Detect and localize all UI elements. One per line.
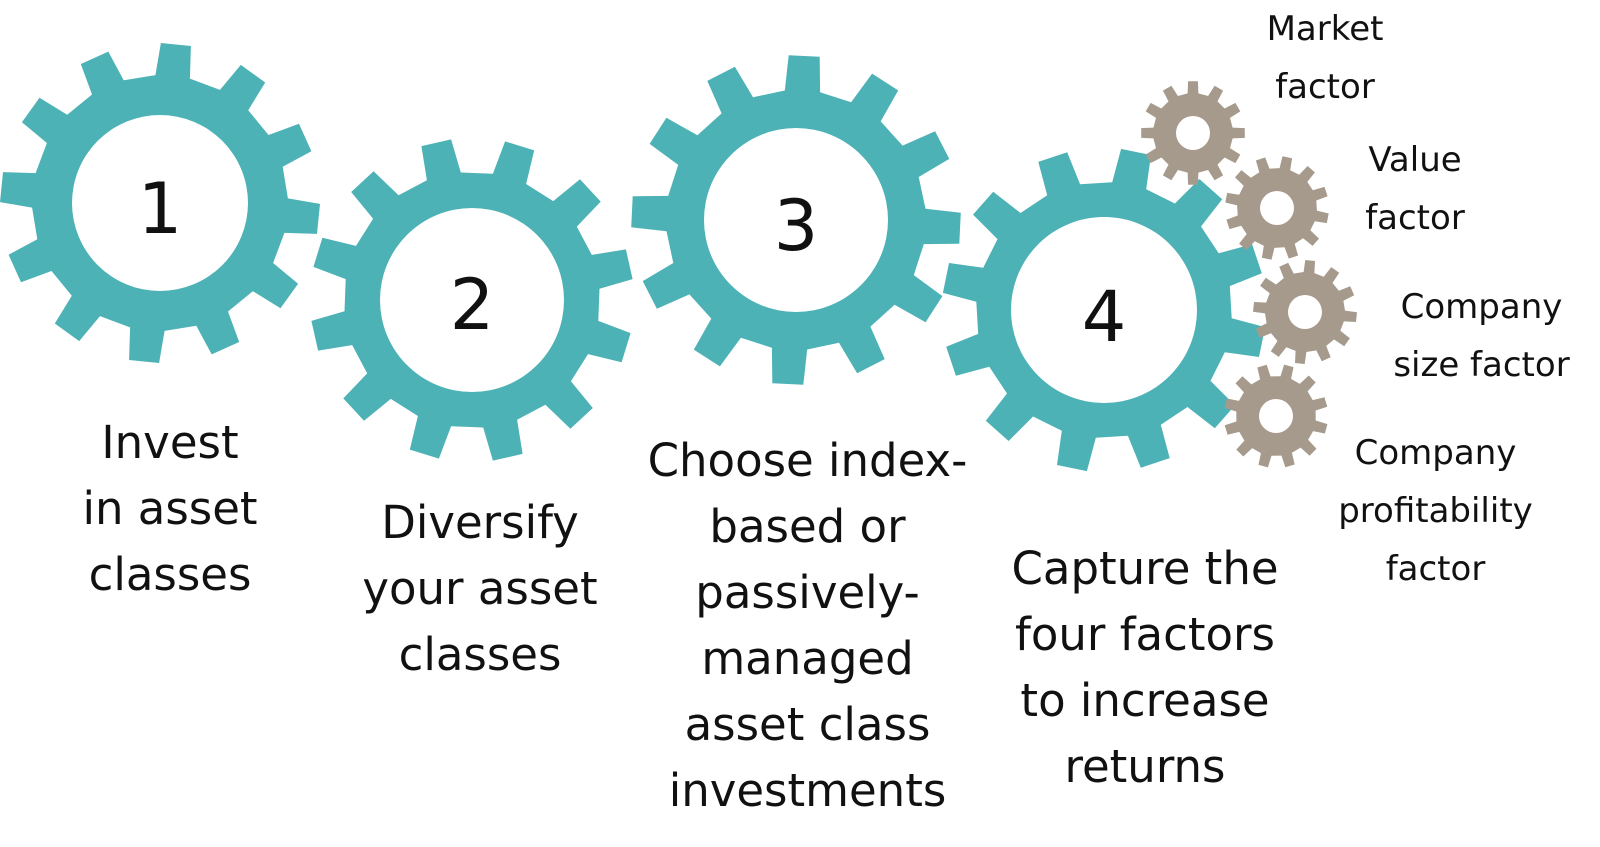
company-size-factor-gear-icon <box>1253 260 1357 364</box>
gear-1-icon <box>0 43 320 363</box>
company-profitability-factor-label: Company profitability factor <box>1338 433 1533 589</box>
step-2-label: Diversify your asset classes <box>362 496 598 681</box>
step-3-label: Choose index- based or passively- manage… <box>647 434 968 817</box>
market-factor-gear-icon <box>1141 81 1245 185</box>
value-factor-label: Value factor <box>1365 140 1465 238</box>
step-1-label: Invest in asset classes <box>82 416 258 601</box>
gear-3-icon <box>631 55 961 385</box>
gear-2-number: 2 <box>450 264 495 346</box>
company-size-factor-label: Company size factor <box>1393 287 1570 385</box>
company-profitability-factor-gear-icon <box>1224 364 1328 468</box>
gear-2-icon <box>311 139 633 461</box>
step-4-label: Capture the four factors to increase ret… <box>1011 542 1279 793</box>
gear-1-number: 1 <box>138 168 183 250</box>
value-factor-gear-icon <box>1225 156 1329 260</box>
gear-4-number: 4 <box>1082 276 1127 358</box>
gear-3-number: 3 <box>774 185 819 267</box>
gear-4-icon <box>942 148 1266 472</box>
market-factor-label: Market factor <box>1266 9 1384 107</box>
